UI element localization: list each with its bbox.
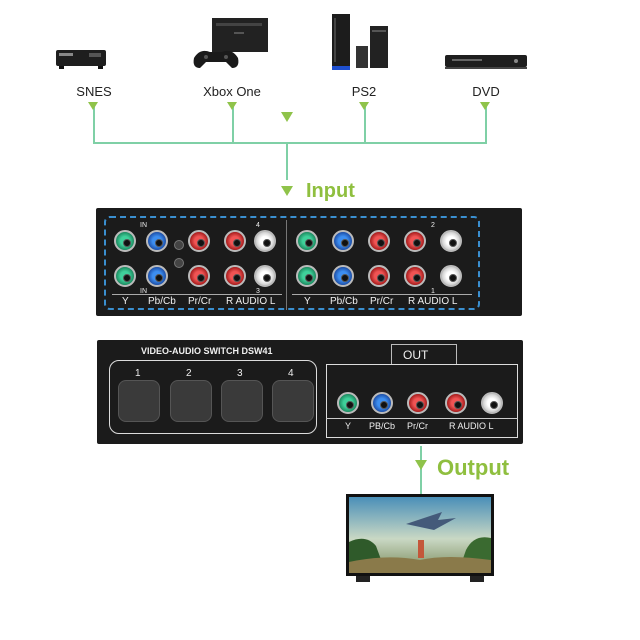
rca-port-audio-r[interactable] xyxy=(224,230,246,252)
channel-number-2: 2 xyxy=(431,222,435,229)
rca-port-y[interactable] xyxy=(114,230,136,252)
rca-port-pb[interactable] xyxy=(146,230,168,252)
snes-console-icon xyxy=(55,44,107,70)
col-label-y: Y xyxy=(122,296,129,307)
switch-panel: VIDEO-AUDIO SWITCH DSW41 1 2 3 4 OUT Y P… xyxy=(97,340,523,444)
channel-number-4: 4 xyxy=(256,222,260,229)
rca-port-audio-l[interactable] xyxy=(440,230,462,252)
rca-port-audio-l[interactable] xyxy=(254,230,276,252)
rca-port-pr[interactable] xyxy=(368,230,390,252)
rca-port-audio-l[interactable] xyxy=(254,265,276,287)
col-label-audio: R AUDIO L xyxy=(408,296,458,307)
select-button-3[interactable] xyxy=(221,380,263,422)
output-port-audio-r[interactable] xyxy=(445,392,467,414)
button-number-1: 1 xyxy=(135,368,141,379)
col-label-pb: Pb/Cb xyxy=(330,296,358,307)
rca-port-pr[interactable] xyxy=(188,265,210,287)
rca-port-y[interactable] xyxy=(114,265,136,287)
output-label: Output xyxy=(437,455,510,480)
rca-port-pb[interactable] xyxy=(332,265,354,287)
model-label: VIDEO-AUDIO SWITCH DSW41 xyxy=(141,346,273,356)
rca-port-y[interactable] xyxy=(296,265,318,287)
col-label-audio: R AUDIO L xyxy=(226,296,276,307)
rca-port-audio-r[interactable] xyxy=(224,265,246,287)
output-port-pr[interactable] xyxy=(407,392,429,414)
ps2-console-icon xyxy=(326,12,398,72)
channel-number-3: 3 xyxy=(256,288,260,295)
rca-port-pb[interactable] xyxy=(146,265,168,287)
out-col-label-y: Y xyxy=(345,421,352,431)
tv-icon xyxy=(346,494,494,586)
device-label-xbox: Xbox One xyxy=(203,84,261,99)
in-label-top-left: IN xyxy=(140,222,147,229)
dvd-player-icon xyxy=(444,52,528,72)
device-label-snes: SNES xyxy=(76,84,112,99)
rca-port-pr[interactable] xyxy=(368,265,390,287)
select-button-1[interactable] xyxy=(118,380,160,422)
in-label-bottom-left: IN xyxy=(140,288,147,295)
col-label-pr: Pr/Cr xyxy=(188,296,212,307)
select-button-2[interactable] xyxy=(170,380,212,422)
input-panel: IN 4 IN 3 Y Pb/Cb Pr/Cr R AUDIO L 2 1 Y … xyxy=(96,208,522,316)
rca-port-audio-l[interactable] xyxy=(440,265,462,287)
xbox-console-icon xyxy=(190,14,274,74)
col-label-pb: Pb/Cb xyxy=(148,296,176,307)
select-button-4[interactable] xyxy=(272,380,314,422)
channel-number-1: 1 xyxy=(431,288,435,295)
button-number-3: 3 xyxy=(237,368,243,379)
button-number-4: 4 xyxy=(288,368,294,379)
output-frame xyxy=(326,364,518,438)
output-port-pb[interactable] xyxy=(371,392,393,414)
input-highlight-frame xyxy=(104,216,480,310)
out-col-label-pr: Pr/Cr xyxy=(407,421,428,431)
rca-port-pb[interactable] xyxy=(332,230,354,252)
out-col-label-pb: PB/Cb xyxy=(369,421,396,431)
rca-port-audio-r[interactable] xyxy=(404,230,426,252)
out-label: OUT xyxy=(403,348,429,362)
col-label-y: Y xyxy=(304,296,311,307)
rca-port-audio-r[interactable] xyxy=(404,265,426,287)
out-col-label-audio: R AUDIO L xyxy=(449,421,494,431)
device-label-dvd: DVD xyxy=(472,84,500,99)
device-label-ps2: PS2 xyxy=(351,84,377,99)
col-label-pr: Pr/Cr xyxy=(370,296,394,307)
input-label: Input xyxy=(306,180,355,202)
rca-port-pr[interactable] xyxy=(188,230,210,252)
rca-port-y[interactable] xyxy=(296,230,318,252)
button-number-2: 2 xyxy=(186,368,192,379)
button-frame xyxy=(109,360,317,434)
output-port-y[interactable] xyxy=(337,392,359,414)
output-port-audio-l[interactable] xyxy=(481,392,503,414)
